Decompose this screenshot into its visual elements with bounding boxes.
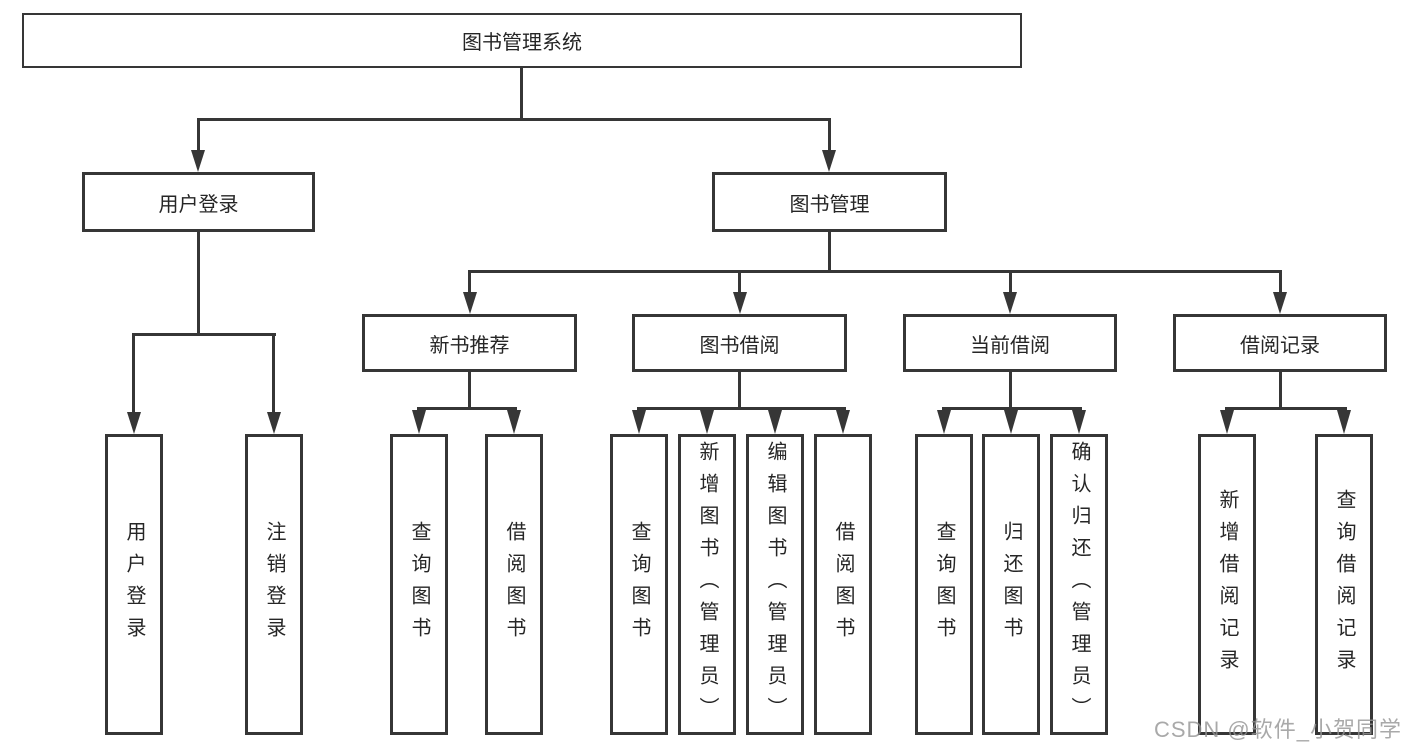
connector-line — [417, 407, 517, 410]
connector-line — [197, 232, 200, 336]
leaf-br-query-record: 查询借阅记录 — [1315, 434, 1373, 735]
leaf-bb-borrow-books-label: 借阅图书 — [832, 520, 854, 649]
leaf-bb-query-books-label: 查询图书 — [628, 520, 650, 649]
node-user-login-label: 用户登录 — [158, 193, 239, 216]
arrowhead-down — [1337, 410, 1351, 434]
arrowhead-down — [1220, 410, 1234, 434]
connector-line — [1009, 372, 1012, 410]
node-borrowing-records: 借阅记录 — [1173, 314, 1387, 372]
arrowhead-down — [267, 412, 281, 434]
leaf-logout: 注销登录 — [245, 434, 303, 735]
node-book-borrowing-label: 图书借阅 — [699, 334, 780, 357]
node-user-login: 用户登录 — [82, 172, 315, 232]
connector-line — [272, 336, 275, 413]
leaf-br-add-record-label: 新增借阅记录 — [1216, 488, 1238, 681]
connector-line — [828, 121, 831, 150]
node-root: 图书管理系统 — [22, 13, 1022, 68]
arrowhead-down — [836, 410, 850, 434]
connector-line — [738, 273, 741, 293]
leaf-bb-edit-books-admin: 编辑图书（管理员） — [746, 434, 804, 735]
leaf-cb-confirm-return-admin-label: 确认归还（管理员） — [1068, 440, 1090, 729]
leaf-cb-return-books: 归还图书 — [982, 434, 1040, 735]
node-book-management-label: 图书管理 — [789, 193, 870, 216]
arrowhead-down — [463, 292, 477, 314]
arrowhead-down — [507, 410, 521, 434]
connector-line — [1009, 273, 1012, 293]
leaf-br-query-record-label: 查询借阅记录 — [1333, 488, 1355, 681]
leaf-cb-query-books-label: 查询图书 — [933, 520, 955, 649]
leaf-nbr-query-books-label: 查询图书 — [408, 520, 430, 649]
connector-line — [197, 118, 831, 121]
watermark-text: CSDN @软件_小贺同学 — [1153, 717, 1402, 742]
node-root-label: 图书管理系统 — [462, 32, 582, 54]
leaf-nbr-borrow-books: 借阅图书 — [485, 434, 543, 735]
connector-line — [468, 273, 471, 293]
leaf-cb-confirm-return-admin: 确认归还（管理员） — [1050, 434, 1108, 735]
arrowhead-down — [1072, 410, 1086, 434]
arrowhead-down — [700, 410, 714, 434]
connector-line — [132, 336, 135, 413]
connector-line — [468, 372, 471, 410]
arrowhead-down — [768, 410, 782, 434]
arrowhead-down — [412, 410, 426, 434]
connector-line — [1279, 273, 1282, 293]
connector-line — [738, 372, 741, 410]
arrowhead-down — [733, 292, 747, 314]
node-current-borrowing: 当前借阅 — [903, 314, 1117, 372]
arrowhead-down — [822, 150, 836, 172]
node-current-borrowing-label: 当前借阅 — [970, 334, 1050, 357]
connector-line — [637, 407, 846, 410]
node-new-book-recommend: 新书推荐 — [362, 314, 577, 372]
node-book-borrowing: 图书借阅 — [632, 314, 847, 372]
leaf-bb-add-books-admin: 新增图书（管理员） — [678, 434, 736, 735]
connector-line — [942, 407, 1082, 410]
leaf-bb-borrow-books: 借阅图书 — [814, 434, 872, 735]
leaf-user-login: 用户登录 — [105, 434, 163, 735]
leaf-br-add-record: 新增借阅记录 — [1198, 434, 1256, 735]
leaf-bb-query-books: 查询图书 — [610, 434, 668, 735]
leaf-nbr-borrow-books-label: 借阅图书 — [503, 520, 525, 649]
connector-line — [132, 333, 276, 336]
arrowhead-down — [191, 150, 205, 172]
connector-line — [1225, 407, 1347, 410]
arrowhead-down — [1273, 292, 1287, 314]
leaf-cb-query-books: 查询图书 — [915, 434, 973, 735]
leaf-bb-edit-books-admin-label: 编辑图书（管理员） — [764, 440, 786, 729]
arrowhead-down — [1003, 292, 1017, 314]
arrowhead-down — [937, 410, 951, 434]
arrowhead-down — [632, 410, 646, 434]
leaf-nbr-query-books: 查询图书 — [390, 434, 448, 735]
arrowhead-down — [1004, 410, 1018, 434]
leaf-logout-label: 注销登录 — [263, 520, 285, 649]
connector-line — [520, 68, 523, 121]
node-book-management: 图书管理 — [712, 172, 947, 232]
node-borrowing-records-label: 借阅记录 — [1240, 334, 1320, 357]
connector-line — [197, 121, 200, 150]
connector-line — [468, 270, 1282, 273]
leaf-cb-return-books-label: 归还图书 — [1000, 520, 1022, 649]
leaf-user-login-label: 用户登录 — [123, 520, 145, 649]
node-new-book-recommend-label: 新书推荐 — [429, 334, 510, 357]
connector-line — [1279, 372, 1282, 410]
connector-line — [828, 232, 831, 273]
arrowhead-down — [127, 412, 141, 434]
leaf-bb-add-books-admin-label: 新增图书（管理员） — [696, 440, 718, 729]
